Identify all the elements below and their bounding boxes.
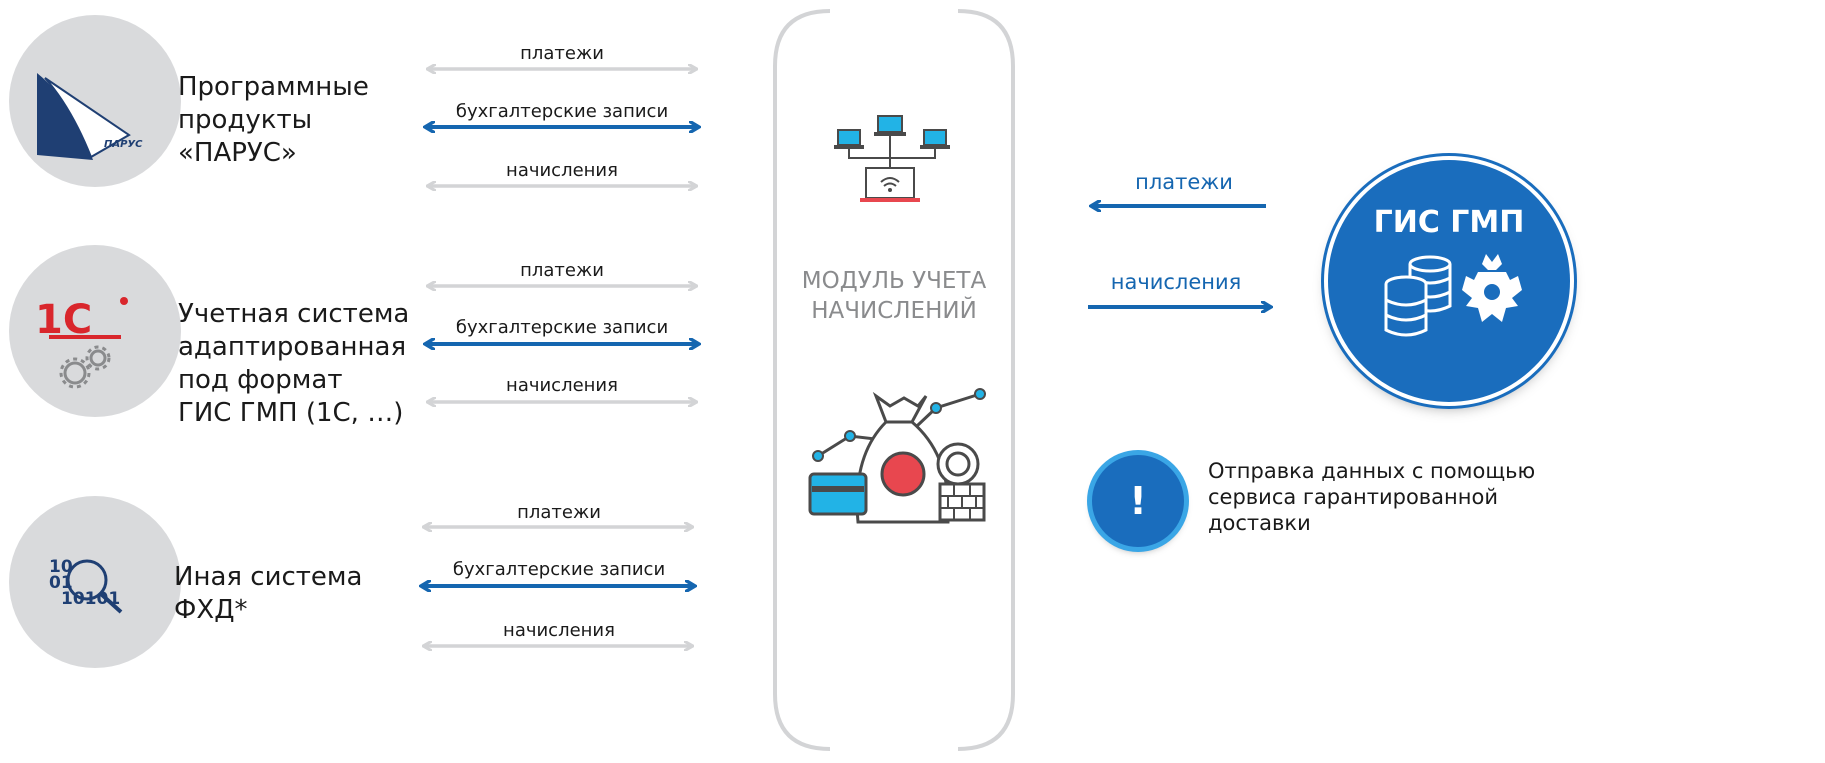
flow-label-accruals: начисления [506,160,618,181]
flow-label-payments: платежи [517,502,601,523]
note-text: Отправка данных с помощью сервиса гарант… [1208,459,1536,535]
source-label-parus: Программные продукты «ПАРУС» [178,72,369,168]
1c-gears-icon: 1С [35,297,128,389]
gis-out-label: начисления [1110,270,1242,294]
1c-logo-circle: 1С [9,245,181,417]
binary-search-icon: 10 01 10101 [49,557,123,614]
flow-label-records: бухгалтерские записи [455,317,669,338]
flow-label-records: бухгалтерские записи [452,559,666,580]
network-icon [834,115,950,202]
exclamation-icon: ! [1092,455,1184,547]
sail-icon: ПАРУС [37,73,143,160]
flow-label-accruals: начисления [503,620,615,641]
flow-label-payments: платежи [520,43,604,64]
gis-in-label: платежи [1135,170,1233,194]
database-eagle-icon [1384,254,1522,337]
binary-logo-circle: 10 01 10101 [9,496,181,668]
module-frame [773,9,1015,751]
module-title: МОДУЛЬ УЧЕТА НАЧИСЛЕНИЙ [801,268,987,324]
source-label-1c: Учетная система адаптированная под форма… [178,299,410,428]
flow-label-records: бухгалтерские записи [455,101,669,122]
flow-label-accruals: начисления [506,375,618,396]
flow-label-payments: платежи [520,260,604,281]
parus-logo-text: ПАРУС [104,139,143,150]
money-bag-icon [808,388,986,524]
gis-gmp-title: ГИС ГМП [1373,205,1525,240]
parus-logo-circle: ПАРУС [9,15,181,187]
source-label-other: Иная система ФХД* [174,562,363,625]
svg-text:10: 10 [49,557,73,577]
